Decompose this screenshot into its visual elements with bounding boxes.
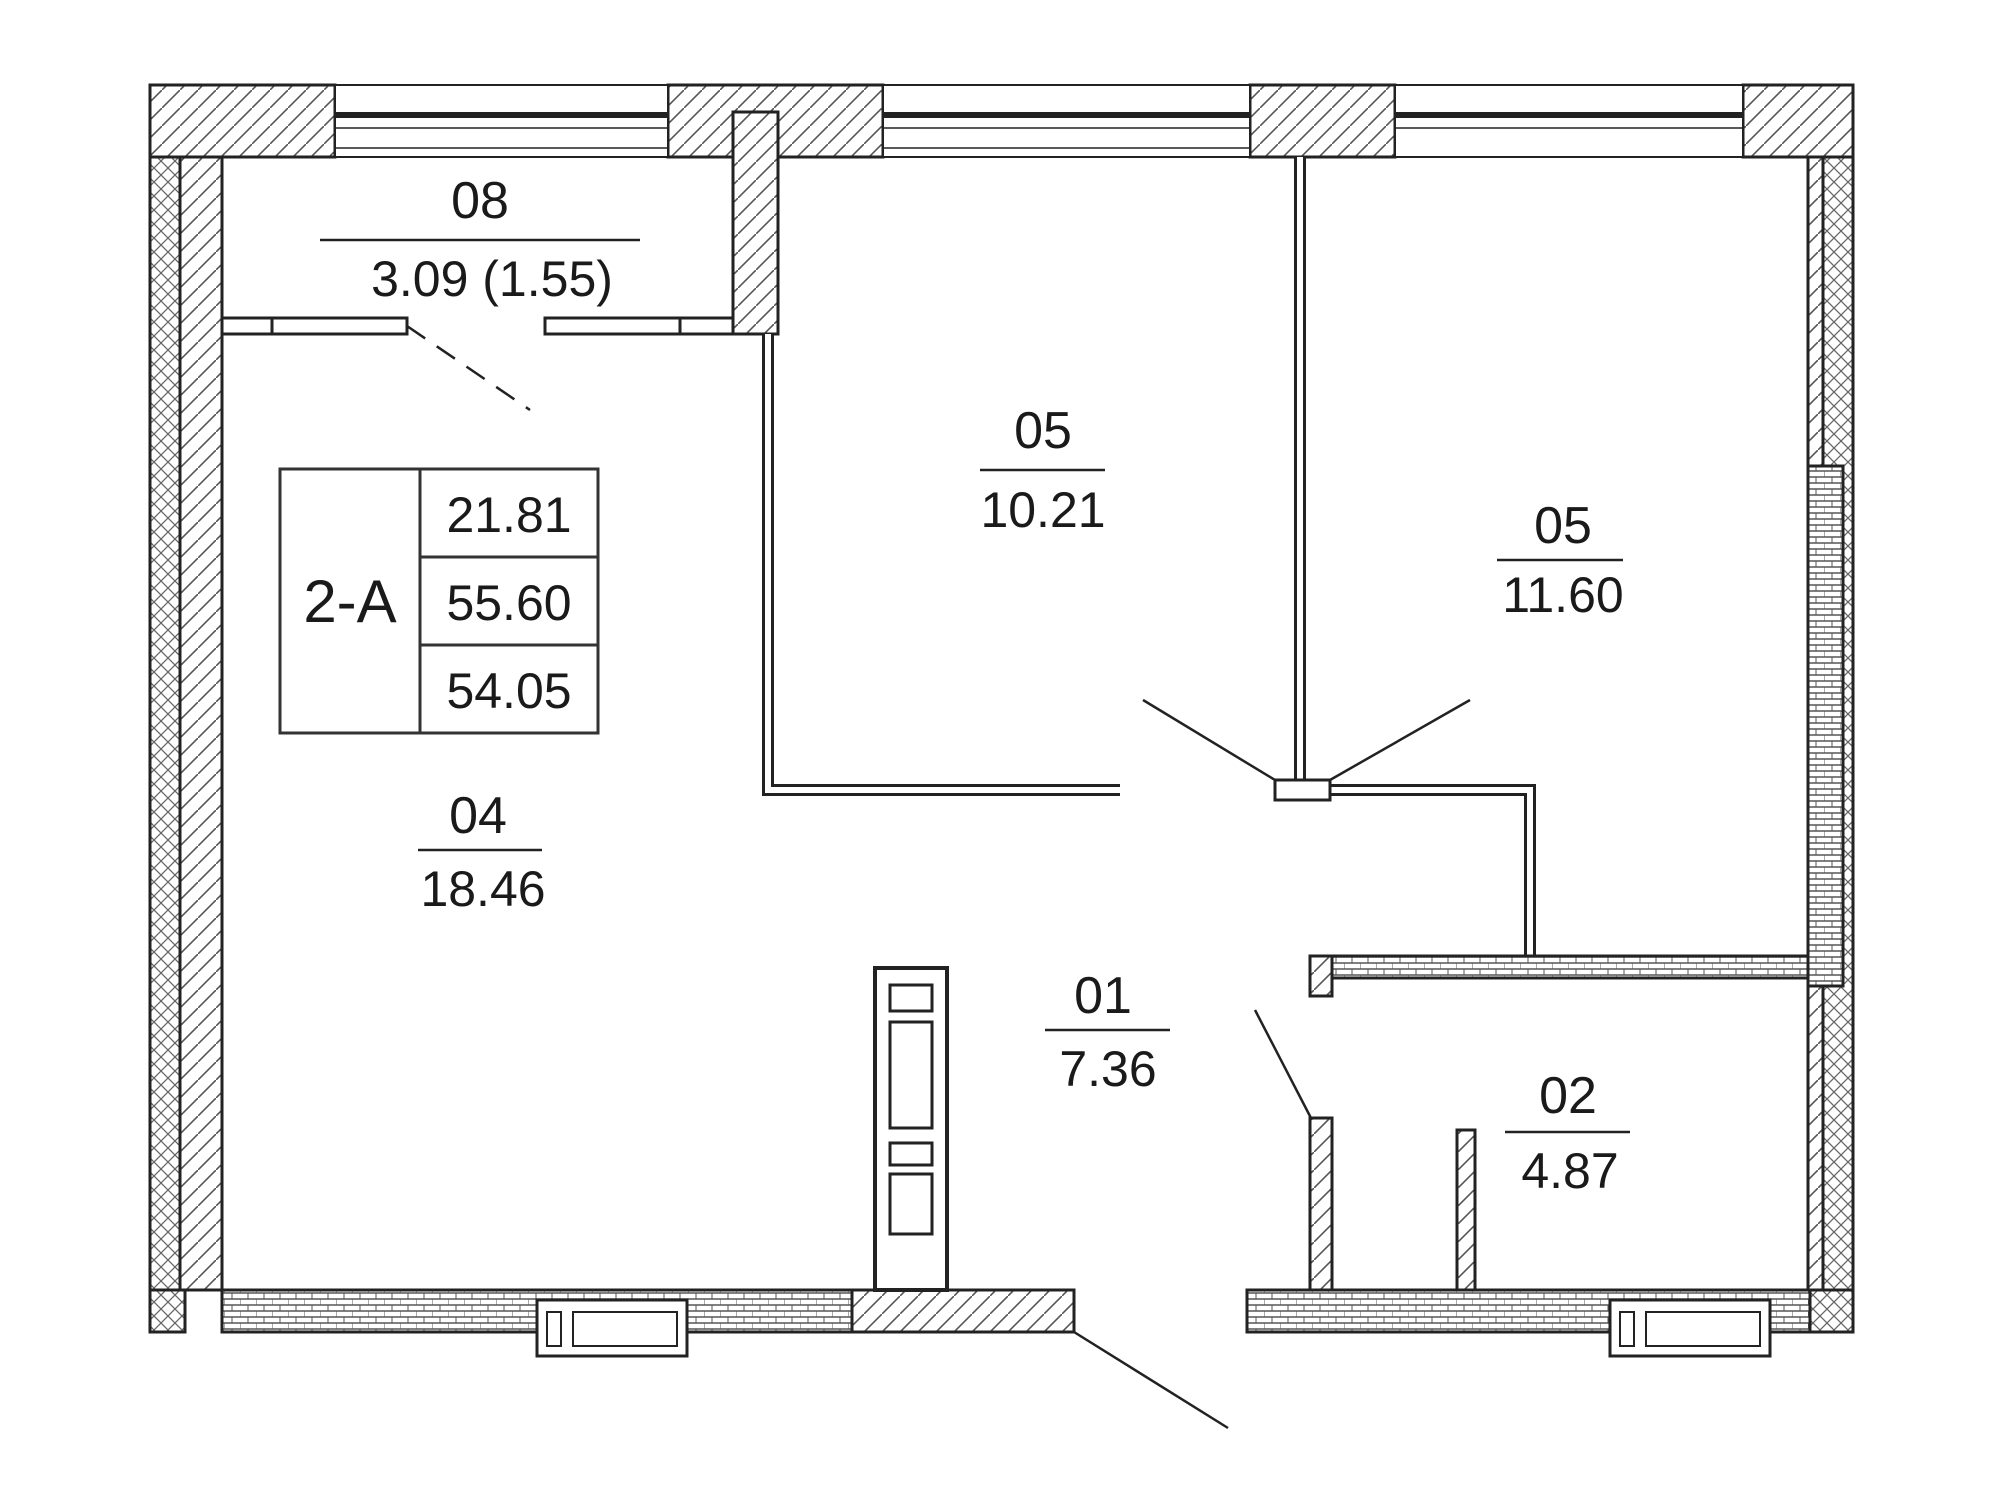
apartment-code: 2-A bbox=[303, 568, 396, 635]
room-labels: 08 3.09 (1.55) 05 10.21 05 11.60 04 18.4… bbox=[320, 172, 1630, 1199]
room-area: 7.36 bbox=[1059, 1041, 1156, 1097]
summary-total-area: 55.60 bbox=[446, 575, 571, 631]
door-swings bbox=[406, 324, 1471, 1430]
interior-walls bbox=[220, 110, 1810, 1292]
summary-table: 2-A 21.81 55.60 54.05 bbox=[278, 467, 600, 735]
room-label-living-room: 04 18.46 bbox=[418, 787, 546, 917]
room-number: 05 bbox=[1014, 402, 1072, 460]
room-label-bathroom: 02 4.87 bbox=[1505, 1067, 1630, 1199]
room-number: 04 bbox=[449, 787, 507, 845]
windows bbox=[334, 84, 1744, 158]
summary-net-area: 54.05 bbox=[446, 663, 571, 719]
room-label-hallway: 01 7.36 bbox=[1045, 967, 1170, 1097]
room-area: 18.46 bbox=[420, 861, 545, 917]
radiators bbox=[535, 1298, 1772, 1358]
room-area: 3.09 (1.55) bbox=[371, 251, 613, 307]
room-area: 10.21 bbox=[980, 482, 1105, 538]
exterior-walls bbox=[148, 83, 1855, 1334]
room-area: 11.60 bbox=[1502, 567, 1623, 623]
room-number: 05 bbox=[1534, 497, 1592, 555]
room-label-bedroom-1: 05 10.21 bbox=[980, 402, 1106, 538]
room-number: 01 bbox=[1074, 967, 1132, 1025]
summary-living-area: 21.81 bbox=[446, 487, 571, 543]
room-area: 4.87 bbox=[1521, 1143, 1618, 1199]
room-label-balcony: 08 3.09 (1.55) bbox=[320, 172, 640, 307]
room-number: 02 bbox=[1539, 1067, 1597, 1125]
room-label-bedroom-2: 05 11.60 bbox=[1497, 497, 1624, 623]
room-number: 08 bbox=[451, 172, 509, 230]
